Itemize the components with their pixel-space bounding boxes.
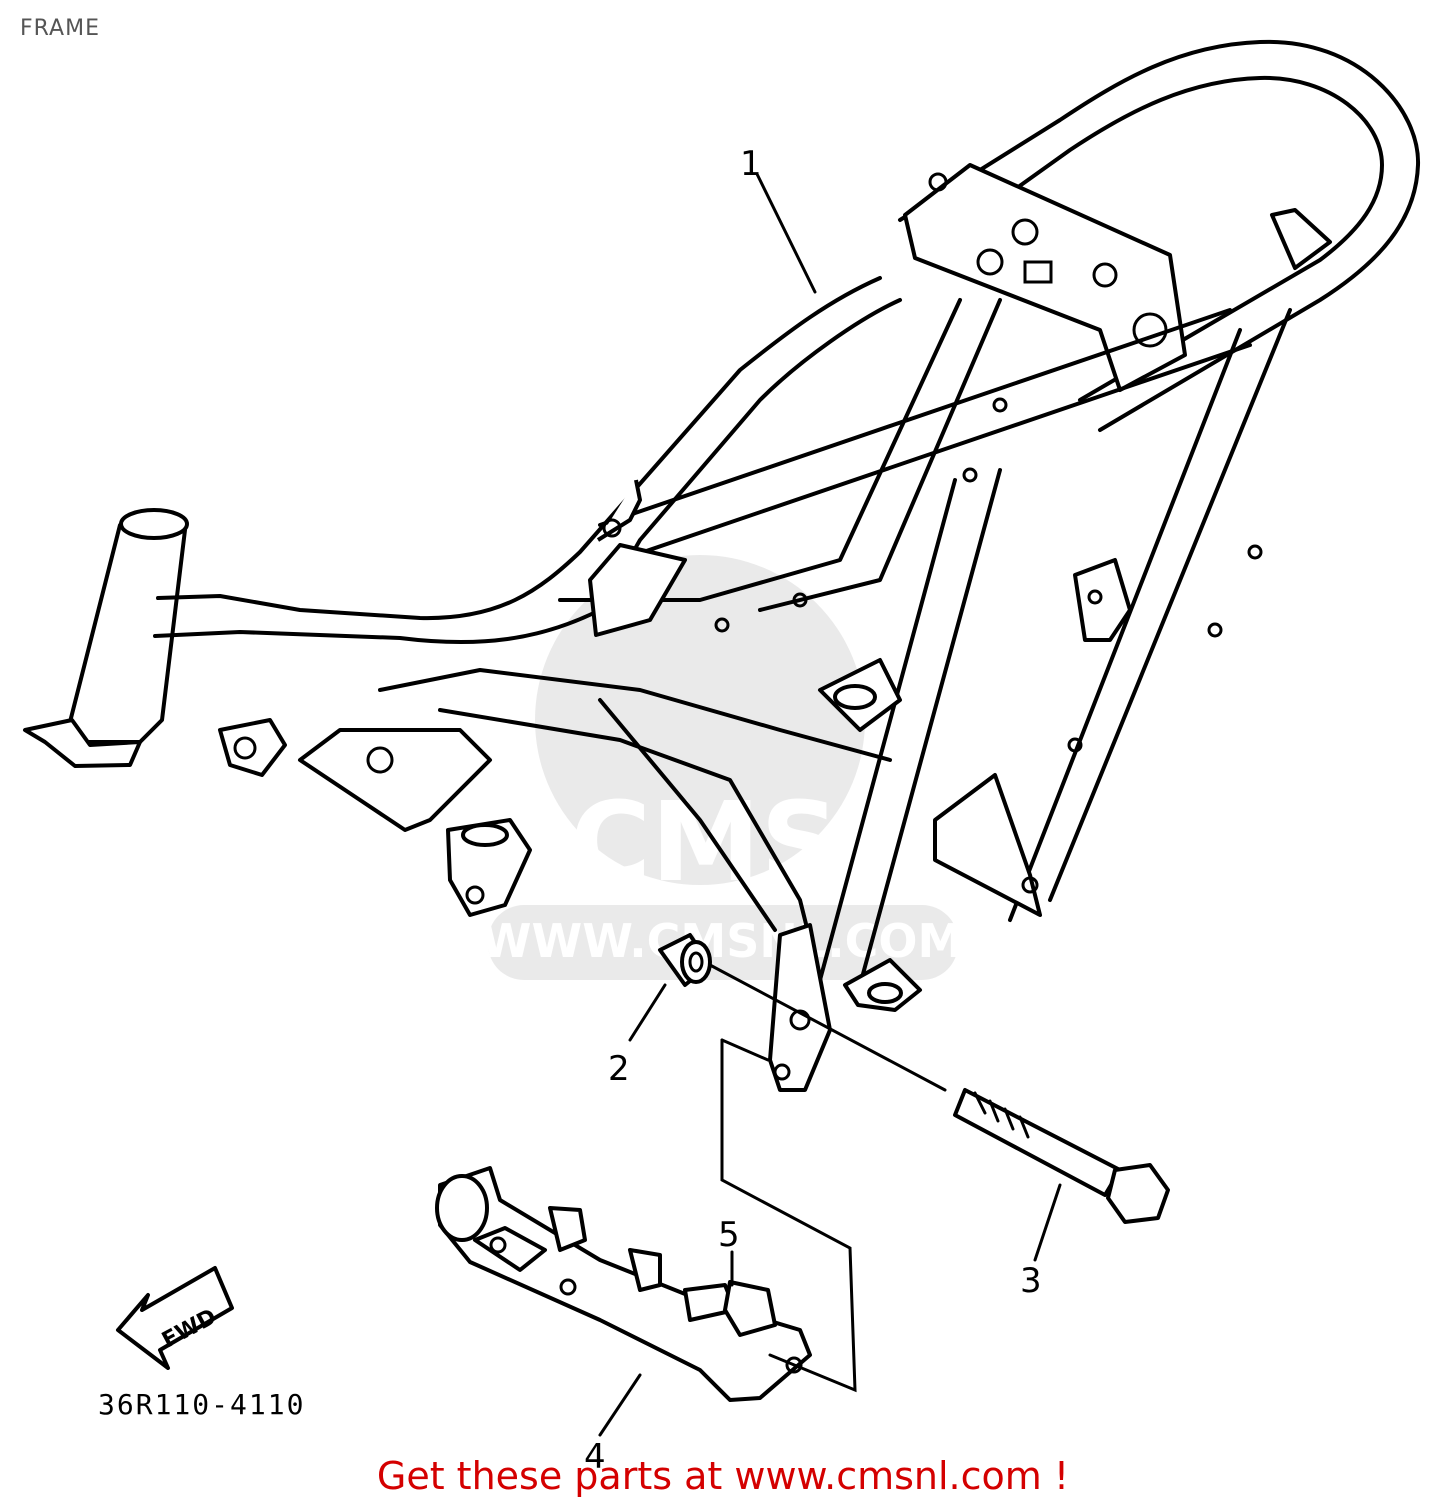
cms-watermark: CMS WWW.CMSNL.COM bbox=[481, 555, 964, 980]
side-stand-part-4 bbox=[435, 1166, 812, 1402]
bolt-part-3 bbox=[953, 1088, 1170, 1224]
callout-2: 2 bbox=[608, 1049, 630, 1089]
collar-part-2 bbox=[658, 933, 712, 987]
stand-bolt-part-5 bbox=[683, 1280, 777, 1337]
footer-parts-link[interactable]: Get these parts at www.cmsnl.com ! bbox=[376, 1454, 1070, 1498]
callout-1: 1 bbox=[740, 144, 762, 184]
diagram-code: 36R110-4110 bbox=[98, 1388, 305, 1421]
callout-4: 4 bbox=[584, 1437, 606, 1477]
watermark-url: WWW.CMSNL.COM bbox=[481, 914, 964, 968]
page-title: FRAME bbox=[20, 16, 100, 41]
leader-lines bbox=[598, 172, 1062, 1437]
watermark-brand: CMS bbox=[570, 778, 839, 906]
callout-5: 5 bbox=[718, 1215, 740, 1255]
fwd-arrow-icon: FWD bbox=[116, 1266, 234, 1370]
frame-part-1 bbox=[23, 39, 1421, 1092]
callout-3: 3 bbox=[1020, 1261, 1042, 1301]
